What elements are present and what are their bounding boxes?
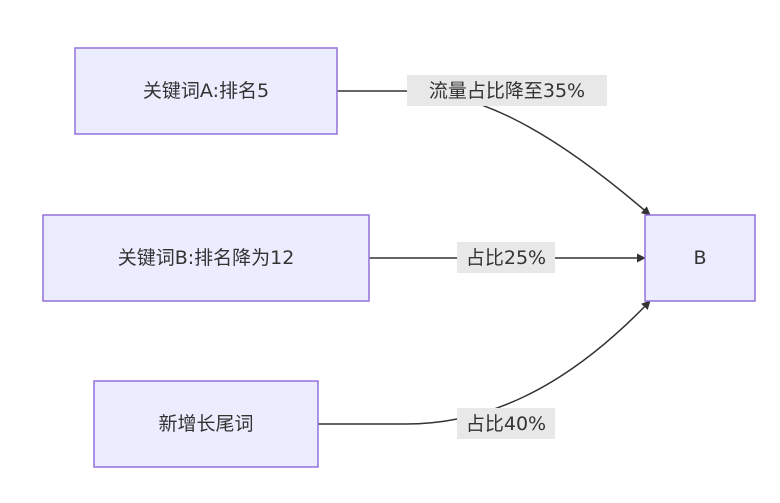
edge-label-a: 流量占比降至35% [407, 75, 607, 106]
node-target-b: B [644, 214, 756, 302]
node-keyword-a: 关键词A:排名5 [74, 47, 338, 135]
node-keyword-a-label: 关键词A:排名5 [143, 80, 269, 102]
edge-label-a-text: 流量占比降至35% [429, 80, 585, 102]
node-target-b-label: B [693, 247, 706, 269]
edge-label-b: 占比25% [457, 242, 555, 273]
node-keyword-b: 关键词B:排名降为12 [42, 214, 370, 302]
node-longtail: 新增长尾词 [93, 380, 319, 468]
edge-label-c-text: 占比40% [466, 413, 546, 435]
edge-longtail-to-B [318, 300, 651, 425]
node-keyword-b-label: 关键词B:排名降为12 [118, 247, 295, 269]
edge-label-c: 占比40% [457, 408, 555, 439]
edge-kwA-to-B [337, 90, 651, 216]
edge-label-b-text: 占比25% [466, 247, 546, 269]
node-longtail-label: 新增长尾词 [158, 413, 253, 435]
